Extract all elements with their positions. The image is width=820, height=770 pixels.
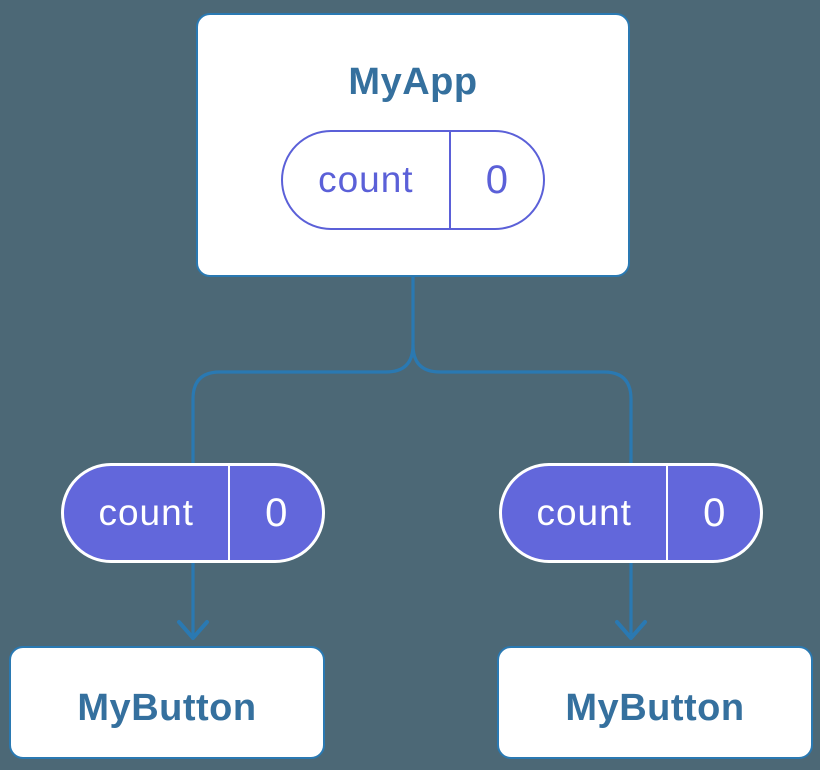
- prop-pill-right: count 0: [499, 463, 763, 563]
- component-title-mybutton-right: MyButton: [565, 686, 745, 729]
- state-value-label: 0: [485, 157, 508, 202]
- prop-name-label: count: [64, 466, 231, 560]
- branch-right-line: [411, 343, 633, 636]
- prop-value-label: 0: [265, 490, 288, 535]
- state-pill-root: count 0: [281, 130, 545, 230]
- branch-left-line: [191, 343, 415, 636]
- prop-pill-left: count 0: [61, 463, 325, 563]
- state-name-label: count: [283, 132, 451, 228]
- component-title-mybutton-left: MyButton: [77, 686, 257, 729]
- arrowhead-left-icon: [177, 620, 209, 640]
- prop-name-label: count: [502, 466, 669, 560]
- component-card-mybutton-right: MyButton: [497, 646, 813, 759]
- component-title-myapp: MyApp: [348, 61, 478, 103]
- arrowhead-right-icon: [615, 620, 647, 640]
- component-card-mybutton-left: MyButton: [9, 646, 325, 759]
- prop-value-label: 0: [703, 490, 726, 535]
